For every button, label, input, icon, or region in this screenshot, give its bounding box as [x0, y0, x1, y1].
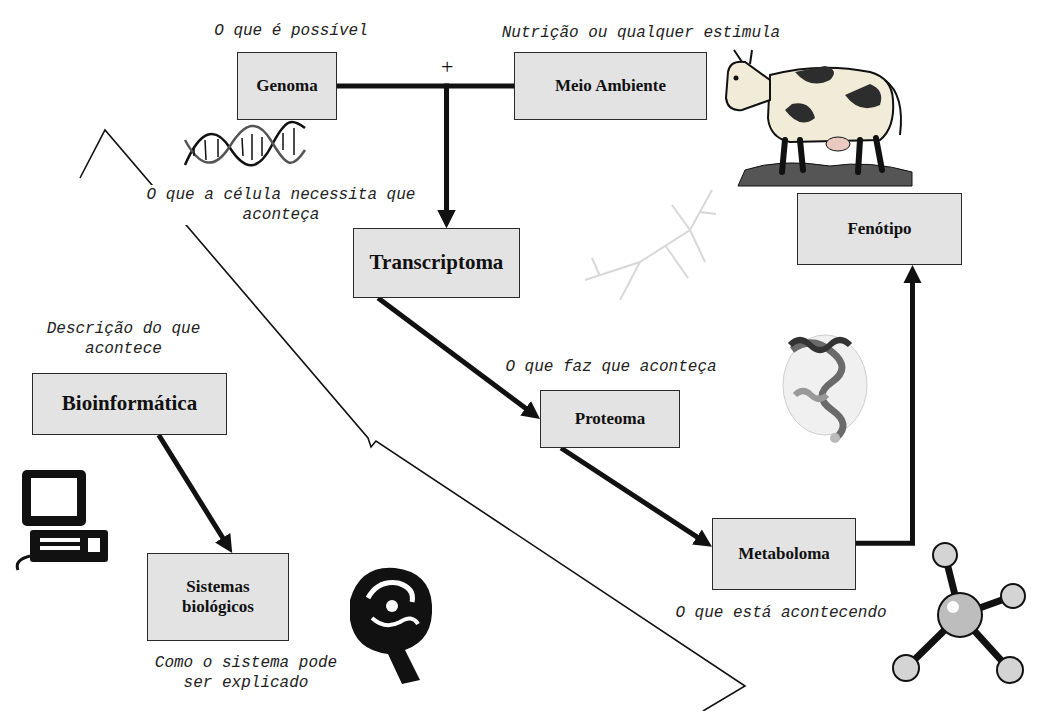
magnifier-picture-part	[386, 600, 398, 612]
dna-helix-part	[185, 122, 305, 165]
flow-arrow	[447, 86, 514, 220]
protein-structure	[783, 335, 867, 443]
dna-helix-part-part	[205, 140, 206, 160]
protein-structure-part	[795, 391, 827, 399]
molecule-model	[893, 543, 1025, 683]
process-box: O que faz que aconteçaProteoma	[540, 390, 680, 448]
cow-picture-part	[734, 50, 752, 64]
process-box: Fenótipo	[797, 193, 962, 265]
box-label: Sistemas biológicos	[158, 577, 278, 618]
box-caption: Descrição do que acontece	[31, 319, 216, 359]
process-box: Nutrição ou qualquer estimulaMeio Ambien…	[514, 52, 707, 120]
computer-icon-part	[30, 530, 108, 562]
molecule-model-part	[1001, 584, 1025, 608]
dna-helix-part	[185, 126, 305, 163]
tree-sketch	[585, 190, 716, 300]
box-label: Genoma	[256, 76, 317, 96]
cow-picture-part	[885, 80, 901, 135]
box-caption: O que é possível	[191, 21, 391, 41]
magnifier-picture	[350, 568, 432, 684]
cow-picture-part	[826, 137, 850, 151]
process-box: Descrição do que aconteceBioinformática	[32, 373, 227, 435]
dna-helix	[185, 122, 305, 165]
magnifier-picture-part	[372, 618, 418, 625]
molecule-model-part	[933, 543, 957, 567]
box-caption: Nutrição ou qualquer estimula	[471, 23, 811, 43]
cow-picture-part	[734, 76, 739, 81]
cow-picture-part-part	[876, 138, 882, 170]
protein-structure-part	[790, 340, 850, 350]
dna-helix-part-part	[242, 138, 243, 156]
box-label: Fenótipo	[847, 219, 911, 239]
flow-arrow	[159, 435, 228, 546]
cow-picture-part-part	[782, 140, 785, 172]
box-caption: Como o sistema pode ser explicado	[141, 653, 351, 693]
computer-icon-part	[22, 470, 86, 526]
molecule-model-part	[997, 657, 1023, 683]
box-caption: O que está acontecendo	[666, 603, 896, 623]
computer-icon-part	[31, 478, 77, 516]
flow-arrow	[856, 273, 913, 543]
box-label: Bioinformática	[62, 391, 197, 416]
protein-structure-part	[830, 433, 840, 443]
box-label: Proteoma	[575, 409, 646, 429]
computer-icon-part	[40, 538, 80, 542]
magnifier-picture-part	[350, 568, 432, 684]
cow-picture-part	[726, 62, 770, 111]
protein-structure-part	[792, 343, 843, 438]
box-label: Transcriptoma	[370, 250, 504, 275]
dna-helix-part-part	[193, 146, 195, 156]
cow-picture-part-part	[858, 140, 860, 172]
process-box: Sistemas biológicosComo o sistema pode s…	[147, 553, 289, 641]
process-box: MetabolomaO que está acontecendo	[712, 518, 856, 590]
flow-arrow	[561, 448, 705, 542]
cow-picture	[726, 50, 912, 186]
computer-icon-part	[17, 556, 30, 570]
plus-sign: +	[438, 56, 456, 78]
dna-helix-part	[194, 128, 294, 160]
computer-icon	[17, 470, 108, 570]
computer-icon-part	[40, 546, 80, 550]
molecule-model-part	[938, 593, 982, 637]
cow-picture-part-part	[800, 140, 803, 170]
box-label: Meio Ambiente	[555, 76, 666, 96]
dna-helix-part-part	[261, 137, 263, 156]
process-box: O que a célula necessita que aconteçaTra…	[353, 228, 520, 298]
box-label: Metaboloma	[738, 544, 830, 564]
dna-helix-part-part	[251, 134, 253, 160]
magnifier-picture-part	[368, 583, 412, 602]
cow-picture-part	[738, 163, 912, 186]
cow-picture-part	[782, 138, 882, 172]
box-caption: O que faz que aconteça	[496, 357, 726, 377]
computer-icon-part	[88, 538, 100, 552]
dna-helix-part-part	[282, 133, 284, 150]
tree-sketch-part	[585, 190, 716, 300]
molecule-model-part	[947, 601, 959, 613]
dna-helix-part-part	[217, 139, 219, 157]
cow-picture-part	[785, 66, 881, 123]
process-box: O que é possívelGenoma	[237, 52, 337, 120]
dna-helix-part-part	[293, 128, 295, 155]
box-caption: O que a célula necessita que aconteça	[131, 185, 431, 225]
molecule-model-part	[893, 655, 919, 681]
